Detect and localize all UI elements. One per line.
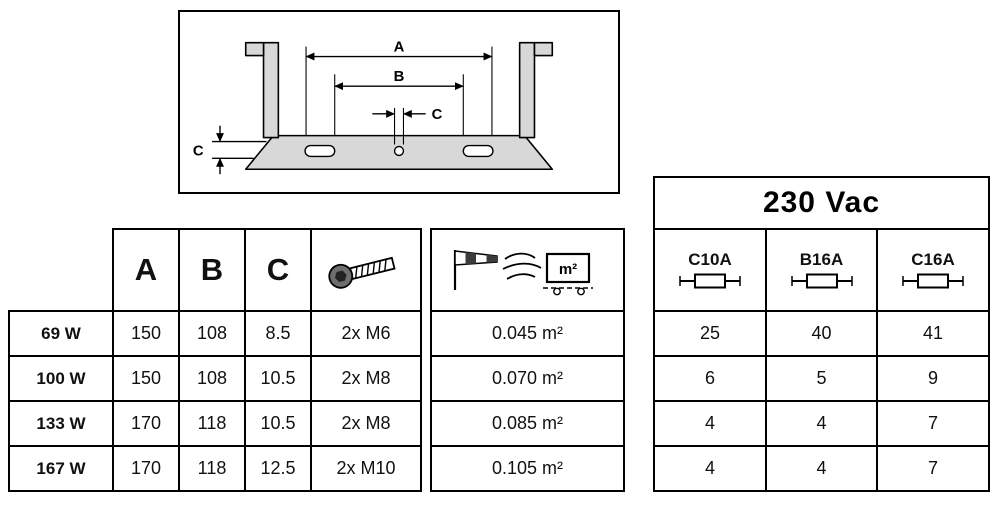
cell-screw: 2x M8	[312, 357, 420, 400]
mounting-slots	[304, 144, 494, 158]
cell-area: 0.070 m²	[432, 357, 623, 400]
cell-a: 150	[114, 312, 178, 355]
voltage-header: 230 Vac	[653, 176, 990, 230]
cell-screw: 2x M10	[312, 447, 420, 490]
cell-area: 0.105 m²	[432, 447, 623, 490]
cell-fuse: 40	[767, 312, 876, 355]
wind-lines-icon	[502, 252, 541, 280]
col-header-b16a: B16A	[767, 230, 876, 310]
cell-c: 10.5	[246, 357, 310, 400]
wind-area-column: m² 0.045 m² 0.070 m² 0.085 m² 0.105 m²	[430, 228, 625, 492]
windsock-area-icon: m²	[453, 250, 593, 296]
cell-screw: 2x M6	[312, 312, 420, 355]
fuse-icon	[902, 273, 964, 288]
cell-b: 108	[180, 357, 244, 400]
screw-icon	[328, 256, 396, 289]
mounting-dimensions-drawing: A B C C	[178, 10, 620, 194]
fuse-header-label: C10A	[688, 249, 732, 269]
cell-fuse: 5	[767, 357, 876, 400]
fuse-header-label: B16A	[799, 249, 844, 269]
cell-fuse: 9	[878, 357, 988, 400]
fuse-icon	[679, 273, 741, 288]
dim-label-a: A	[394, 40, 405, 56]
cell-b: 108	[180, 312, 244, 355]
cell-screw: 2x M8	[312, 402, 420, 445]
fuse-header-label: C16A	[911, 249, 955, 269]
cell-fuse: 25	[655, 312, 765, 355]
col-header-screw	[312, 230, 420, 310]
bracket-drawing: A B C C	[193, 40, 554, 175]
cell-b: 118	[180, 447, 244, 490]
area-unit-label: m²	[558, 261, 576, 278]
cell-b: 118	[180, 402, 244, 445]
fuse-icon	[790, 273, 853, 288]
voltage-label: 230 Vac	[762, 186, 881, 219]
cell-a: 150	[114, 357, 178, 400]
cell-c: 8.5	[246, 312, 310, 355]
cell-c: 10.5	[246, 402, 310, 445]
col-header-b: B	[180, 230, 244, 310]
dim-label-c-side: C	[193, 143, 204, 159]
row-label-133w: 133 W	[10, 402, 112, 445]
cell-fuse: 4	[767, 402, 876, 445]
col-header-c: C	[246, 230, 310, 310]
cell-area: 0.045 m²	[432, 312, 623, 355]
area-box-icon: m²	[542, 252, 593, 296]
row-label-167w: 167 W	[10, 447, 112, 490]
row-label-69w: 69 W	[10, 312, 112, 355]
dim-label-b: B	[394, 69, 405, 85]
cell-fuse: 7	[878, 447, 988, 490]
wattage-column: 69 W 100 W 133 W 167 W	[8, 310, 114, 492]
dim-label-c-center: C	[432, 107, 443, 123]
cell-fuse: 6	[655, 357, 765, 400]
col-header-c10a: C10A	[655, 230, 765, 310]
row-label-100w: 100 W	[10, 357, 112, 400]
col-header-c16a: C16A	[878, 230, 988, 310]
cell-fuse: 41	[878, 312, 988, 355]
fuse-table: C10A B16A C16A 25 40 41 6 5 9 4 4 7 4	[653, 228, 990, 492]
col-header-a: A	[114, 230, 178, 310]
dimension-table: A B C 150 108 8.5 2x M6 150 108 10.5	[112, 228, 422, 492]
cell-area: 0.085 m²	[432, 402, 623, 445]
col-header-wind-area: m²	[432, 230, 623, 310]
cell-a: 170	[114, 402, 178, 445]
cell-c: 12.5	[246, 447, 310, 490]
cell-fuse: 7	[878, 402, 988, 445]
cell-fuse: 4	[655, 447, 765, 490]
cell-a: 170	[114, 447, 178, 490]
cell-fuse: 4	[767, 447, 876, 490]
cell-fuse: 4	[655, 402, 765, 445]
